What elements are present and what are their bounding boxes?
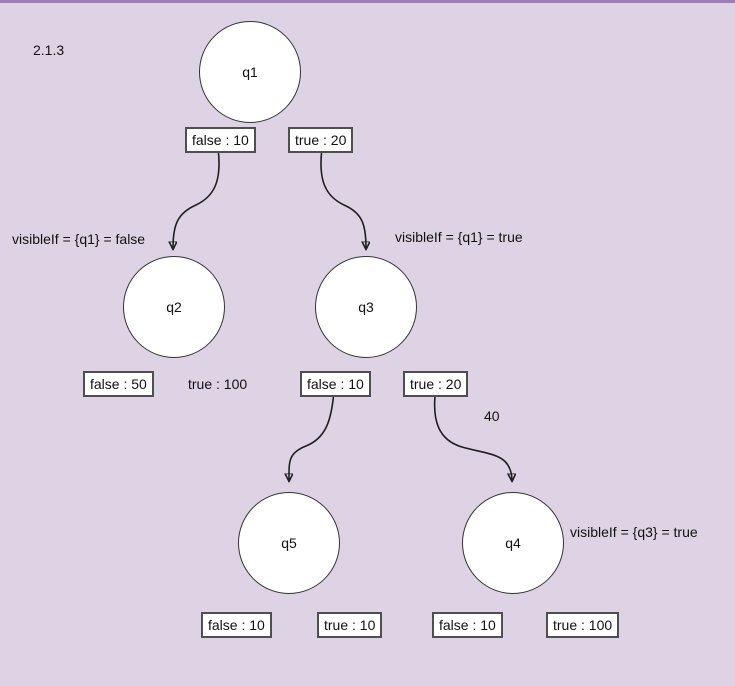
annotation-visibleif-q2: visibleIf = {q1} = false <box>12 231 146 247</box>
edge-q3-false-to-q5 <box>289 395 335 480</box>
value-box-q4-true[interactable]: true : 100 <box>546 612 620 638</box>
value-box-q2-false[interactable]: false : 50 <box>83 371 154 397</box>
node-q5[interactable]: q5 <box>238 492 340 594</box>
top-accent-bar <box>0 0 735 3</box>
edge-q1-true-to-q3 <box>320 152 366 248</box>
value-box-q4-false[interactable]: false : 10 <box>432 612 503 638</box>
node-q4-label: q4 <box>505 535 521 551</box>
node-q3-label: q3 <box>358 299 374 315</box>
value-box-q1-true[interactable]: true : 20 <box>288 127 354 153</box>
edge-q1-false-to-q2 <box>173 152 220 248</box>
value-text-q2-true: true : 100 <box>188 376 248 392</box>
edge-q3-true-to-q4 <box>433 395 512 480</box>
annotation-visibleif-q3: visibleIf = {q1} = true <box>395 229 523 245</box>
node-q3[interactable]: q3 <box>315 256 417 358</box>
node-q5-label: q5 <box>281 535 297 551</box>
node-q2[interactable]: q2 <box>123 256 225 358</box>
value-box-q5-false[interactable]: false : 10 <box>201 612 272 638</box>
version-label: 2.1.3 <box>33 42 65 58</box>
value-box-q3-false[interactable]: false : 10 <box>300 371 371 397</box>
node-q1[interactable]: q1 <box>199 21 301 123</box>
node-q1-label: q1 <box>242 64 258 80</box>
value-box-q1-false[interactable]: false : 10 <box>185 127 256 153</box>
annotation-edge-weight-40: 40 <box>484 408 500 424</box>
value-box-q5-true[interactable]: true : 10 <box>317 612 383 638</box>
node-q4[interactable]: q4 <box>462 492 564 594</box>
annotation-visibleif-q4: visibleIf = {q3} = true <box>570 524 698 540</box>
value-box-q3-true[interactable]: true : 20 <box>403 371 469 397</box>
node-q2-label: q2 <box>166 299 182 315</box>
